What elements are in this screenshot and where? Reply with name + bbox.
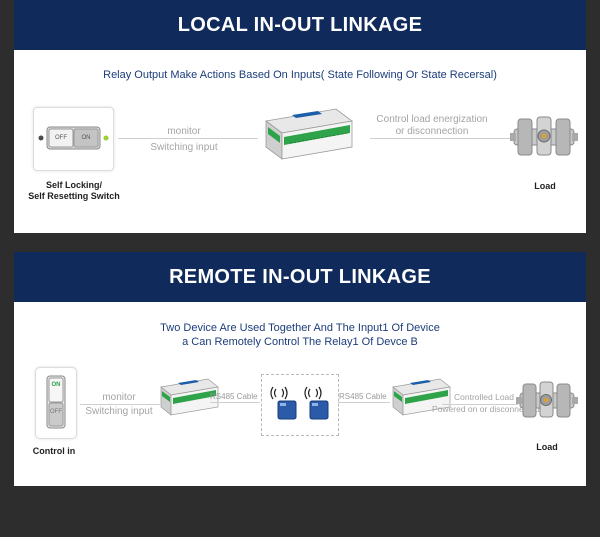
- relay-module-b-icon: [390, 377, 452, 417]
- remote-switching-input-label: Switching input: [85, 406, 153, 417]
- rs485-right-line: [338, 402, 390, 403]
- control-load-line1: Control load energization: [376, 114, 488, 125]
- remote-subtitle-line2: a Can Remotely Control The Relay1 Of Dev…: [182, 336, 418, 348]
- control-in-label: Control in: [32, 446, 76, 456]
- monitor-label: monitor: [167, 126, 201, 137]
- self-locking-switch: OFF ON: [33, 107, 114, 171]
- control-in-switch: ON OFF: [35, 367, 77, 439]
- switch-on-text: ON: [81, 135, 91, 141]
- switch-label-line1: Self Locking/: [45, 180, 102, 190]
- wireless-module-b-icon: [304, 383, 332, 423]
- local-load-label: Load: [534, 181, 556, 191]
- rocker-switch-icon: [38, 126, 109, 150]
- local-subtitle: Relay Output Make Actions Based On Input…: [103, 69, 497, 81]
- wireless-modules-box: [261, 374, 339, 436]
- local-linkage-panel: LOCAL IN-OUT LINKAGE Relay Output Make A…: [14, 0, 586, 233]
- switch-off-text: OFF: [50, 409, 62, 415]
- remote-linkage-panel: REMOTE IN-OUT LINKAGE Two Device Are Use…: [14, 252, 586, 486]
- remote-valve-load-icon: [516, 374, 578, 426]
- remote-monitor-label: monitor: [102, 392, 136, 403]
- rs485-left-line: [210, 402, 260, 403]
- switch-on-text: ON: [51, 382, 61, 388]
- rs485-right-label: RS485 Cable: [339, 392, 387, 401]
- rs485-left-label: RS485 Cable: [210, 392, 258, 401]
- monitor-connector-line: [118, 138, 258, 139]
- controlled-load-label: Controlled Load: [454, 392, 515, 402]
- switch-label-line2: Self Resetting Switch: [28, 191, 120, 201]
- powered-label: Powered on or disconnected: [432, 404, 540, 414]
- switching-input-label: Switching input: [150, 142, 218, 153]
- control-load-line2: or disconnection: [395, 126, 469, 137]
- remote-subtitle-line1: Two Device Are Used Together And The Inp…: [160, 322, 440, 334]
- remote-load-label: Load: [536, 442, 558, 452]
- switch-off-text: OFF: [55, 135, 67, 141]
- relay-module-a-icon: [158, 377, 220, 417]
- control-connector-line: [370, 138, 510, 139]
- local-banner-title: LOCAL IN-OUT LINKAGE: [14, 0, 586, 50]
- valve-load-icon: [510, 107, 578, 165]
- controlled-load-line: [442, 404, 518, 405]
- vertical-rocker-switch-icon: [46, 375, 66, 429]
- wireless-module-a-icon: [270, 383, 298, 423]
- remote-banner-title: REMOTE IN-OUT LINKAGE: [14, 252, 586, 302]
- remote-monitor-line: [80, 404, 160, 405]
- relay-module-icon: [262, 107, 354, 163]
